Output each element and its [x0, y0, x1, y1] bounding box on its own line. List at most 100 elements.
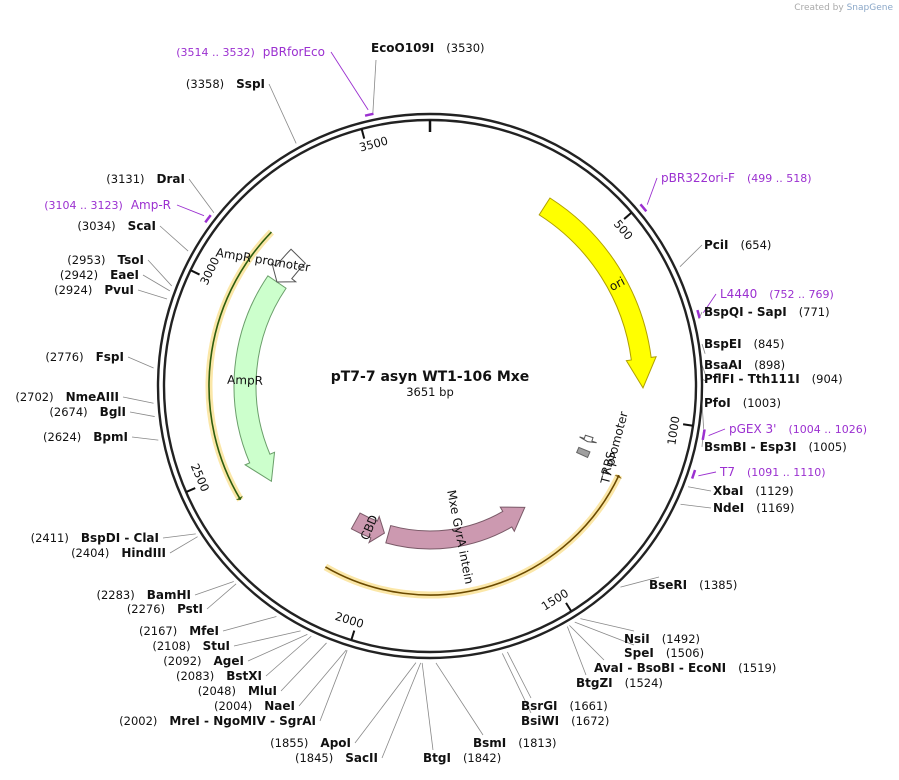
enzyme-position: (2108)	[152, 639, 190, 653]
enzyme-name: HindIII	[121, 546, 166, 560]
enzyme-site-left[interactable]: (1855)ApoI	[270, 736, 351, 750]
enzyme-leader-line	[701, 343, 706, 354]
enzyme-site-right[interactable]: BseRI(1385)	[649, 578, 737, 592]
enzyme-site-right[interactable]: NsiI(1492)	[624, 632, 700, 646]
enzyme-name: NaeI	[264, 699, 295, 713]
enzyme-site-left[interactable]: (2776)FspI	[45, 350, 124, 364]
enzyme-name: BseRI	[649, 578, 687, 592]
enzyme-site-left[interactable]: (3358)SspI	[186, 77, 265, 91]
backbone-outer-ring	[156, 112, 704, 660]
enzyme-site-right[interactable]: PflFI - Tth111I(904)	[704, 372, 843, 386]
enzyme-site-right[interactable]: BsrGI(1661)	[521, 699, 608, 713]
enzyme-site-left[interactable]: (2953)TsoI	[67, 253, 144, 267]
enzyme-site-left[interactable]: (2942)EaeI	[60, 268, 139, 282]
enzyme-leader-line	[574, 621, 635, 646]
enzyme-leader-line	[194, 581, 234, 596]
enzyme-leader-line	[580, 618, 635, 632]
enzyme-site-left[interactable]: (2702)NmeAIII	[15, 390, 119, 404]
enzyme-site-left[interactable]: (2167)MfeI	[139, 624, 219, 638]
enzyme-site-right[interactable]: BspEI (845)	[704, 337, 784, 351]
feature-rbs[interactable]	[575, 446, 591, 459]
enzyme-site-right[interactable]: NdeI(1169)	[713, 501, 795, 515]
ruler-tick	[623, 211, 633, 220]
enzyme-site-left[interactable]: (2083)BstXI	[176, 669, 262, 683]
enzyme-name: BspQI - SapI	[704, 305, 787, 319]
enzyme-site-right[interactable]: XbaI(1129)	[713, 484, 794, 498]
enzyme-site-left[interactable]: (3034)ScaI	[77, 219, 156, 233]
feature-ampr-promoter[interactable]	[271, 248, 306, 283]
enzyme-site-right[interactable]: AvaI - BsoBI - EcoNI (1519)	[594, 661, 776, 675]
enzyme-position: (904)	[812, 372, 843, 386]
enzyme-position: (1672)	[571, 714, 609, 728]
enzyme-site-right[interactable]: BsiWI(1672)	[521, 714, 609, 728]
feature-ori-label: ori	[607, 274, 627, 294]
ruler-tick	[565, 602, 573, 612]
enzyme-position: (2167)	[139, 624, 177, 638]
enzyme-name: MluI	[248, 684, 277, 698]
feature-t7-promoter[interactable]	[579, 434, 597, 444]
enzyme-leader-line	[162, 533, 196, 539]
enzyme-site-right[interactable]: BsmI(1813)	[473, 736, 557, 750]
primer-name: pGEX 3'	[729, 422, 776, 436]
enzyme-site-left[interactable]: (2002)MreI - NgoMIV - SgrAI	[119, 714, 316, 728]
enzyme-position: (2048)	[198, 684, 236, 698]
enzyme-name: TsoI	[118, 253, 144, 267]
primer-range: (1004 .. 1026)	[788, 423, 867, 436]
enzyme-site-right[interactable]: BtgI(1842)	[423, 751, 501, 765]
enzyme-site-left[interactable]: (2004)NaeI	[214, 699, 295, 713]
enzyme-site-left[interactable]: (2404)HindIII	[71, 546, 166, 560]
enzyme-site-left[interactable]: (2624)BpmI	[43, 430, 128, 444]
enzyme-position: (845)	[754, 337, 785, 351]
enzyme-site-left[interactable]: (2411)BspDI - ClaI	[31, 531, 159, 545]
enzyme-position: (1169)	[756, 501, 794, 515]
enzyme-site-left[interactable]: (2674)BglI	[49, 405, 126, 419]
enzyme-position: (3530)	[446, 41, 484, 55]
feature-mxe-intein[interactable]	[385, 506, 526, 550]
enzyme-site-right[interactable]: BsmBI - Esp3I(1005)	[704, 440, 847, 454]
enzyme-site-right[interactable]: BspQI - SapI(771)	[704, 305, 830, 319]
enzyme-site-left[interactable]: (1845)SacII	[295, 751, 378, 765]
enzyme-site-left[interactable]: (2924)PvuI	[54, 283, 134, 297]
enzyme-leader-line	[680, 503, 712, 509]
primer-label[interactable]: pBR322ori-F(499 .. 518)	[661, 171, 812, 185]
enzyme-name: BspEI	[704, 337, 742, 351]
enzyme-position: (1519)	[738, 661, 776, 675]
enzyme-site-left[interactable]: (2048) MluI	[198, 684, 277, 698]
primer-label[interactable]: L4440(752 .. 769)	[720, 287, 834, 301]
orf-ampr	[208, 231, 273, 501]
enzyme-leader-line	[159, 225, 189, 252]
enzyme-site-left[interactable]: (2092)AgeI	[163, 654, 244, 668]
enzyme-site-right[interactable]: PfoI(1003)	[704, 396, 781, 410]
enzyme-site-right[interactable]: PciI(654)	[704, 238, 771, 252]
enzyme-position: (1842)	[463, 751, 501, 765]
enzyme-name: BamHI	[147, 588, 191, 602]
enzyme-name: AvaI - BsoBI - EcoNI	[594, 661, 726, 675]
enzyme-leader-line	[188, 178, 215, 213]
leader-lines	[122, 51, 726, 759]
enzyme-site-right[interactable]: BsaAI(898)	[704, 358, 785, 372]
orf-arcs	[205, 229, 623, 599]
enzyme-site-right[interactable]: SpeI(1506)	[624, 646, 704, 660]
enzyme-position: (1492)	[662, 632, 700, 646]
enzyme-site-left[interactable]: (2283)BamHI	[96, 588, 191, 602]
feature-ori[interactable]	[538, 197, 657, 390]
primer-range: (3104 .. 3123)	[44, 199, 123, 212]
enzyme-name: DraI	[157, 172, 185, 186]
feature-ampr[interactable]	[233, 275, 287, 483]
primer-label[interactable]: T7(1091 .. 1110)	[719, 465, 826, 479]
enzyme-name: BstXI	[226, 669, 262, 683]
enzyme-site-right[interactable]: BtgZI(1524)	[576, 676, 663, 690]
enzyme-name: NmeAIII	[66, 390, 119, 404]
enzyme-site-right[interactable]: EcoO109I(3530)	[371, 41, 485, 55]
enzyme-leader-line	[247, 634, 308, 662]
plasmid-backbone	[156, 112, 704, 660]
primer-label[interactable]: (3104 .. 3123)Amp-R	[44, 198, 171, 212]
enzyme-site-left[interactable]: (2108)StuI	[152, 639, 230, 653]
feature-cbd[interactable]	[350, 512, 386, 544]
enzyme-leader-line	[319, 650, 348, 722]
enzyme-site-left[interactable]: (2276)PstI	[127, 602, 203, 616]
primer-label[interactable]: pGEX 3' (1004 .. 1026)	[729, 422, 867, 436]
primer-label[interactable]: (3514 .. 3532)pBRforEco	[176, 45, 325, 59]
enzyme-site-left[interactable]: (3131)DraI	[106, 172, 185, 186]
